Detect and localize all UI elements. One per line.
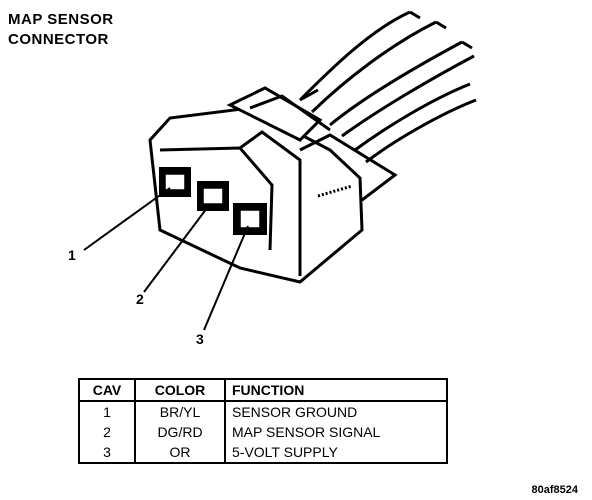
pinout-table: CAV COLOR FUNCTION 1 BR/YL SENSOR GROUND… <box>78 378 448 464</box>
cell-color: BR/YL <box>135 401 226 422</box>
callout-label-2: 2 <box>136 291 144 307</box>
callout-label-3: 3 <box>196 331 204 347</box>
connector-body <box>148 86 398 284</box>
title-line-1: MAP SENSOR <box>8 11 114 28</box>
diagram-title: MAP SENSOR CONNECTOR <box>8 10 114 50</box>
callout-label-1: 1 <box>68 247 76 263</box>
figure-code: 80af8524 <box>531 484 579 496</box>
wire-bundle <box>298 10 477 164</box>
callout-leaders <box>83 187 249 331</box>
cell-cav: 3 <box>79 442 136 463</box>
header-color: COLOR <box>135 379 226 402</box>
cell-color: DG/RD <box>135 422 226 442</box>
table-row: 2 DG/RD MAP SENSOR SIGNAL <box>79 422 447 442</box>
table-row: 3 OR 5-VOLT SUPPLY <box>79 442 447 463</box>
cell-function: MAP SENSOR SIGNAL <box>232 424 381 440</box>
table-header-row: CAV COLOR FUNCTION <box>79 379 447 402</box>
cell-cav: 2 <box>79 422 136 442</box>
cell-cav: 1 <box>79 401 136 422</box>
connector-illustration: 1 2 3 <box>68 10 477 347</box>
title-line-2: CONNECTOR <box>8 31 109 48</box>
table-row: 1 BR/YL SENSOR GROUND <box>79 401 447 422</box>
cell-color: OR <box>135 442 226 463</box>
header-cav: CAV <box>79 379 136 402</box>
cell-function: 5-VOLT SUPPLY <box>232 444 338 460</box>
header-function: FUNCTION <box>225 379 447 402</box>
cell-function: SENSOR GROUND <box>232 404 358 420</box>
